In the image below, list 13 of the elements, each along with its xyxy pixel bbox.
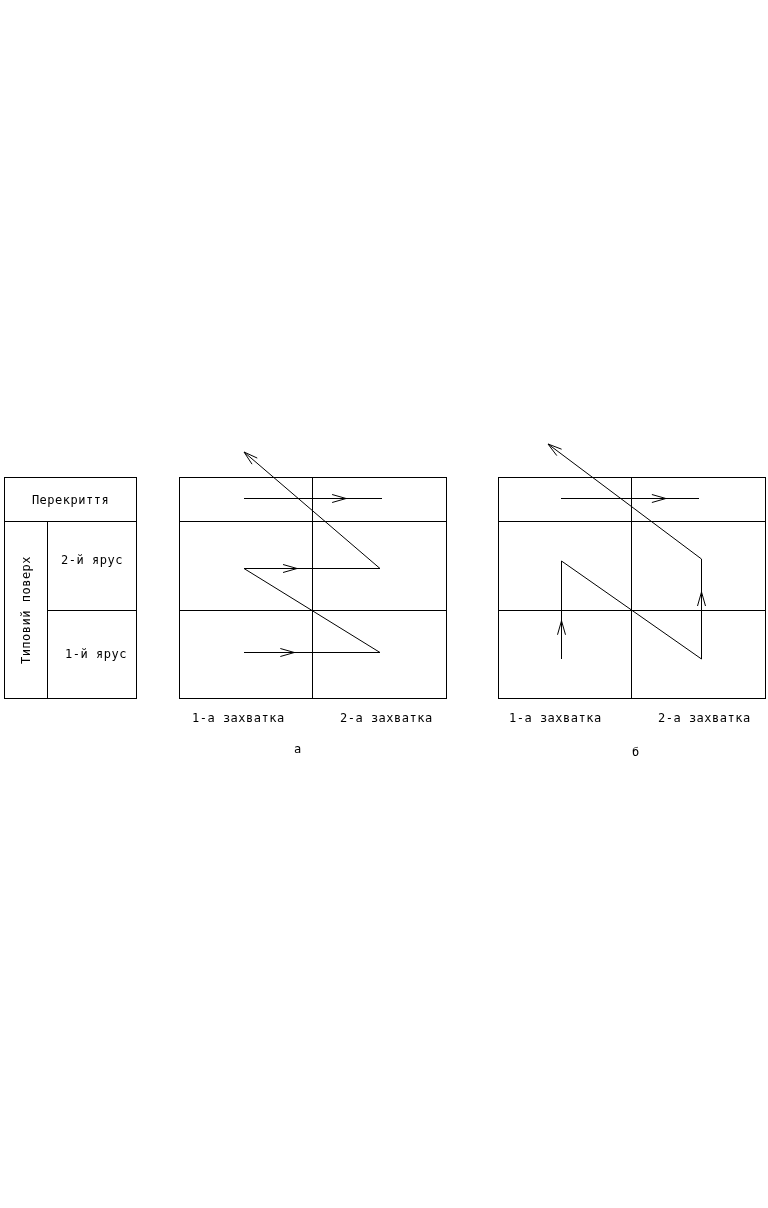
column-label: 2-а захватка: [340, 711, 433, 725]
column-label: 1-а захватка: [509, 711, 602, 725]
cell-text: Перекриття: [31, 492, 110, 507]
cell-text: Типовий поверх: [19, 555, 33, 665]
column-label: 1-а захватка: [192, 711, 285, 725]
figure-letter: а: [294, 742, 302, 756]
table-cell: [4, 477, 137, 522]
cell-text: 2-й ярус: [61, 553, 123, 567]
cell-text: 1-й ярус: [65, 646, 127, 661]
table-cell: [4, 521, 48, 699]
table-cell: [47, 610, 137, 699]
column-label: 2-а захватка: [658, 711, 751, 725]
figure-letter: б: [632, 745, 640, 759]
